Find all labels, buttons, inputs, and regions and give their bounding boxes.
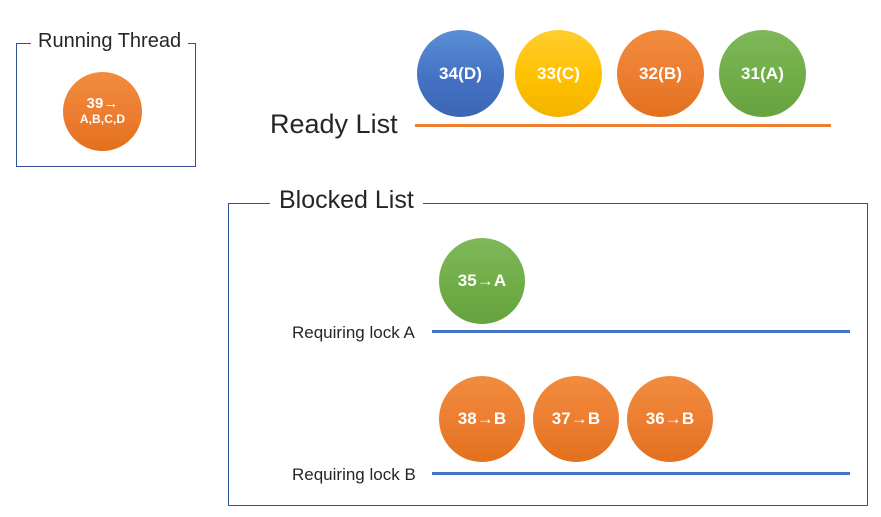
running-thread-title: Running Thread [31, 31, 189, 51]
blocked-list-panel [228, 203, 868, 506]
node-running-39-line2: A,B,C,D [79, 112, 126, 127]
node-running-39: 39→ A,B,C,D [63, 72, 142, 151]
node-running-39-line1: 39→ [86, 95, 119, 113]
node-blocked-35-label: 35→A [457, 271, 507, 291]
ready-list-label: Ready List [270, 109, 398, 139]
node-blocked-37: 37→B [533, 376, 619, 462]
node-ready-33: 33(C) [515, 30, 602, 117]
blocked-list-title: Blocked List [270, 188, 423, 213]
node-ready-31-label: 31(A) [740, 63, 784, 83]
ready-list-rule [415, 124, 831, 127]
node-ready-31: 31(A) [719, 30, 806, 117]
requiring-lock-a-label: Requiring lock A [292, 323, 415, 342]
node-ready-34-label: 34(D) [438, 63, 482, 83]
node-ready-32: 32(B) [617, 30, 704, 117]
node-ready-32-label: 32(B) [638, 63, 682, 83]
requiring-lock-b-label: Requiring lock B [292, 465, 416, 484]
node-ready-33-label: 33(C) [536, 63, 580, 83]
node-blocked-35: 35→A [439, 238, 525, 324]
node-ready-34: 34(D) [417, 30, 504, 117]
node-blocked-38: 38→B [439, 376, 525, 462]
node-blocked-36-label: 36→B [645, 409, 695, 429]
node-blocked-37-label: 37→B [551, 409, 601, 429]
requiring-lock-a-rule [432, 330, 850, 333]
node-blocked-38-label: 38→B [457, 409, 507, 429]
node-blocked-36: 36→B [627, 376, 713, 462]
requiring-lock-b-rule [432, 472, 850, 475]
